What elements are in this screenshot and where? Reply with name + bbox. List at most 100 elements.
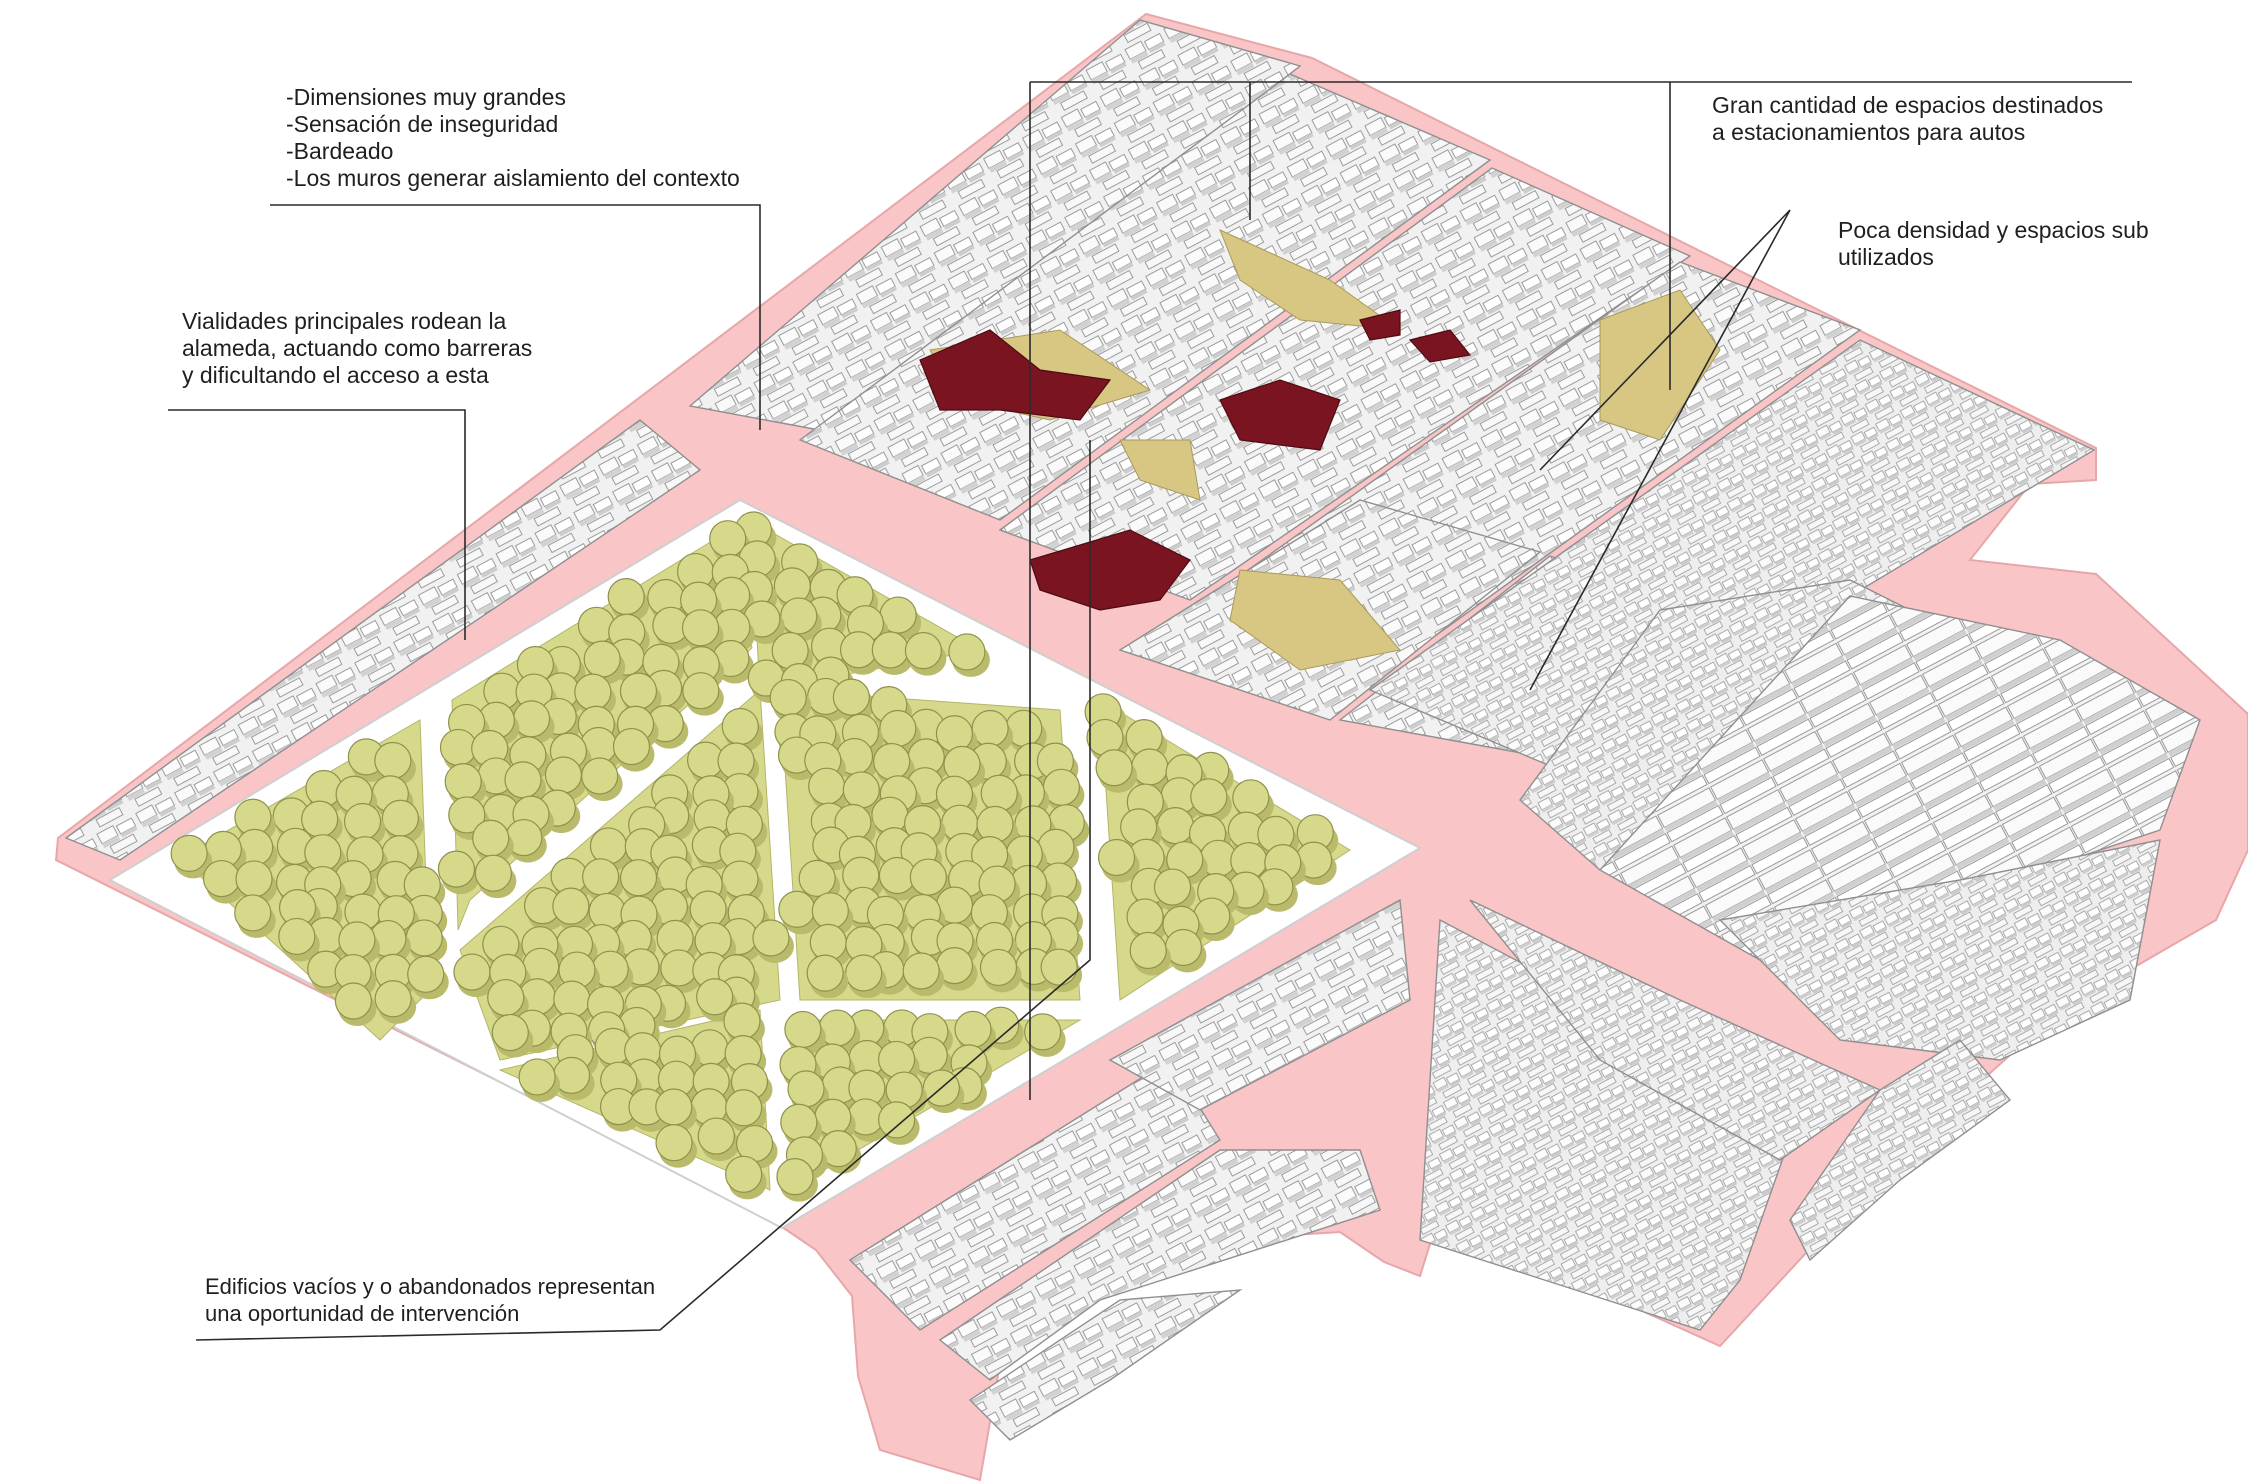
tree bbox=[202, 859, 241, 898]
tree bbox=[582, 858, 620, 896]
tree bbox=[1095, 749, 1133, 787]
parking-lot-2 bbox=[1219, 229, 1402, 331]
tree bbox=[552, 887, 590, 925]
block-south-tri-1 bbox=[1419, 918, 1801, 1331]
annotation-abandoned-buildings: Edificios vacíos y o abandonados represe… bbox=[205, 1273, 655, 1327]
tree bbox=[752, 919, 790, 957]
tree bbox=[437, 850, 476, 888]
tree bbox=[948, 633, 986, 671]
tree bbox=[504, 761, 542, 799]
tree bbox=[278, 917, 316, 956]
tree bbox=[487, 978, 525, 1017]
tree bbox=[723, 1002, 761, 1040]
tree bbox=[453, 953, 491, 991]
tree bbox=[474, 854, 512, 892]
annotation-line: -Dimensiones muy grandes bbox=[286, 84, 566, 110]
tree bbox=[832, 678, 870, 716]
tree bbox=[235, 860, 273, 898]
tree bbox=[689, 890, 727, 928]
tree bbox=[784, 1010, 822, 1049]
tree bbox=[334, 982, 373, 1020]
annotation-line: y dificultando el acceso a esta bbox=[182, 362, 489, 388]
tree bbox=[787, 1070, 825, 1108]
annotation-leader-lines bbox=[168, 81, 2132, 1341]
block-south-1 bbox=[848, 1059, 1221, 1331]
tree bbox=[1131, 748, 1169, 786]
tree bbox=[343, 802, 382, 841]
tree bbox=[301, 800, 339, 838]
tree bbox=[877, 1040, 916, 1079]
tree bbox=[444, 763, 482, 801]
tree bbox=[583, 640, 621, 678]
tree bbox=[904, 632, 943, 670]
tree bbox=[655, 1088, 693, 1126]
annotation-line: Edificios vacíos y o abandonados represe… bbox=[205, 1274, 656, 1299]
tree bbox=[439, 728, 478, 767]
tree bbox=[808, 767, 846, 805]
tree bbox=[234, 894, 272, 932]
tree bbox=[798, 859, 836, 898]
tree bbox=[1153, 868, 1192, 906]
tree bbox=[405, 919, 443, 957]
tree bbox=[374, 980, 412, 1018]
tree bbox=[1129, 931, 1167, 970]
block-south-4 bbox=[968, 1289, 1243, 1441]
annotation-line: utilizados bbox=[1838, 244, 1934, 270]
tree bbox=[979, 948, 1018, 987]
abandoned-building-3 bbox=[1029, 529, 1191, 611]
annotation-line: -Los muros generar aislamiento del conte… bbox=[286, 165, 740, 191]
parking-lot-3 bbox=[1119, 439, 1201, 501]
tree bbox=[655, 1124, 693, 1162]
tree bbox=[697, 1117, 735, 1155]
annotation-line: Poca densidad y espacios sub bbox=[1838, 217, 2149, 243]
abandoned-building-1 bbox=[919, 329, 1112, 421]
tree bbox=[721, 860, 759, 898]
tree bbox=[935, 715, 974, 753]
tree bbox=[1190, 778, 1228, 816]
tree bbox=[681, 609, 720, 647]
tree bbox=[873, 742, 911, 781]
tree bbox=[1024, 1013, 1062, 1051]
park-trees bbox=[170, 511, 1339, 1202]
leader-abandoned bbox=[195, 440, 1091, 1341]
tree bbox=[769, 678, 807, 717]
annotation-line: una oportunidad de intervención bbox=[205, 1301, 520, 1326]
tree bbox=[780, 1103, 818, 1141]
tree bbox=[780, 597, 818, 635]
tree bbox=[338, 921, 376, 959]
leader-roads bbox=[168, 409, 466, 640]
highlighted-buildings bbox=[919, 229, 1721, 671]
tree bbox=[902, 952, 940, 990]
tree bbox=[518, 1058, 556, 1096]
tree bbox=[1097, 838, 1136, 877]
annotation-parking: Gran cantidad de espacios destinados a e… bbox=[1712, 92, 2103, 146]
leader-conditions bbox=[270, 204, 761, 430]
tree bbox=[1232, 779, 1270, 817]
tree bbox=[574, 673, 612, 711]
leader-parking bbox=[1029, 81, 2132, 1100]
tree bbox=[407, 955, 445, 993]
tree bbox=[304, 834, 342, 872]
tree bbox=[682, 672, 720, 710]
tree bbox=[725, 1155, 763, 1193]
tree bbox=[980, 774, 1018, 812]
tree bbox=[1156, 807, 1194, 845]
abandoned-building-2 bbox=[1219, 379, 1341, 451]
tree bbox=[589, 827, 628, 865]
block-east-1 bbox=[1368, 339, 2096, 771]
tree bbox=[491, 1013, 529, 1052]
tree bbox=[806, 954, 844, 992]
tree bbox=[472, 819, 510, 857]
tree bbox=[607, 578, 645, 616]
tree bbox=[619, 672, 658, 710]
tree bbox=[878, 1101, 916, 1139]
annotation-line: -Sensación de inseguridad bbox=[286, 111, 559, 137]
abandoned-building-5 bbox=[1408, 329, 1472, 363]
annotation-park-conditions: -Dimensiones muy grandes -Sensación de i… bbox=[286, 84, 740, 192]
tree bbox=[954, 1010, 992, 1048]
tree bbox=[725, 1089, 763, 1127]
tree bbox=[811, 892, 849, 930]
block-north-strip bbox=[688, 19, 1302, 433]
block-south-east bbox=[1789, 1039, 2012, 1262]
